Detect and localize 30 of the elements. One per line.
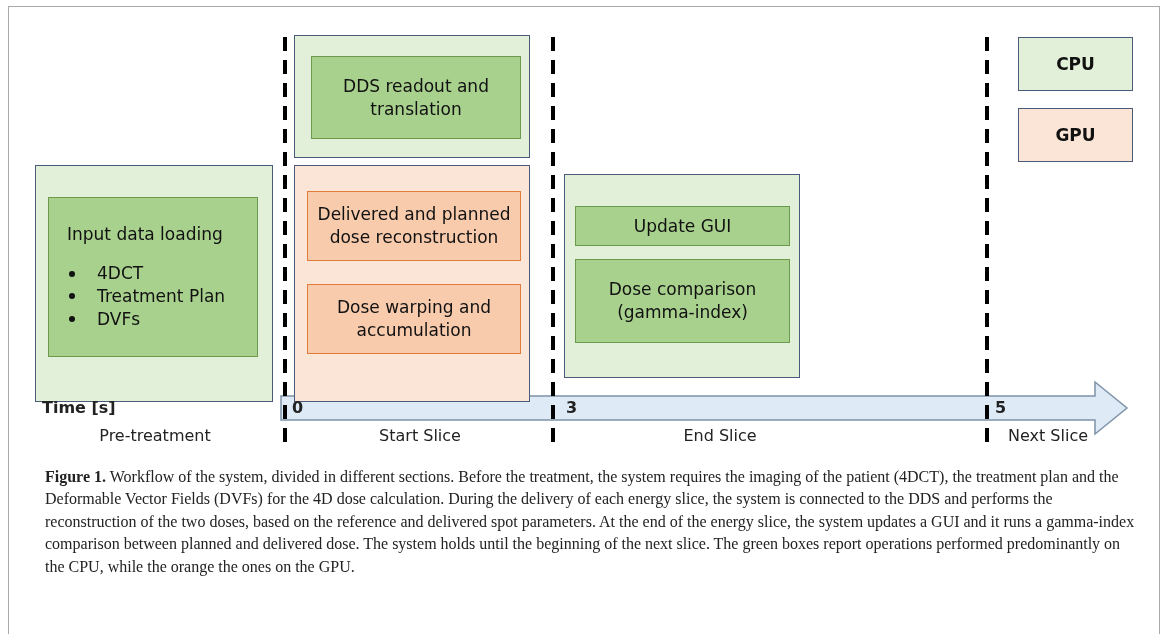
list-item: DVFs: [97, 307, 141, 331]
phase-label: End Slice: [683, 426, 757, 445]
box-text: Dose warping and accumulation: [336, 296, 492, 342]
phase-panel: [35, 165, 273, 402]
process-box: [307, 191, 521, 261]
box-text: DDS readout and translation: [342, 74, 490, 121]
figure-caption: Figure 1. Workflow of the system, divided in different sections. Before the treatment, the system requires the imaging of the patient (4DCT), the treatment plan and the Deformable Vector Fields (DVFs) for the 4D dose calculation. During the delivery of each energy slice, the system is connected to the DDS and performs the reconstruction of the two doses, based on the reference and delivered spot parameters. At the end of the energy slice, the system updates a GUI and it runs a gamma-index comparison between planned and delivered dose. The system holds until the beginning of the next slice. The green boxes report operations performed predominantly on the CPU, while the orange the ones on the GPU.: [45, 467, 1135, 578]
process-box: [307, 284, 521, 354]
legend-label: GPU: [1055, 123, 1096, 147]
phase-panel: [294, 35, 530, 158]
phase-panel: [564, 174, 800, 378]
list-item: 4DCT: [97, 262, 144, 285]
tick-label: 5: [995, 398, 1007, 417]
phase-label: Pre-treatment: [99, 426, 211, 445]
tick-label: 0: [292, 398, 304, 417]
axis-title: Time [s]: [42, 398, 116, 417]
list-item: Treatment Plan: [97, 285, 226, 308]
box-text: Delivered and planned dose reconstruction: [316, 203, 512, 249]
phase-panel: [294, 165, 530, 402]
process-box: [575, 206, 790, 246]
phase-label: Next Slice: [1008, 426, 1088, 445]
box-text: Update GUI: [632, 214, 733, 238]
box-text: Dose comparison (gamma-index): [607, 278, 758, 324]
legend-label: CPU: [1056, 52, 1095, 76]
phase-label: Start Slice: [379, 426, 461, 445]
process-box: [311, 56, 521, 139]
box-heading: Input data loading: [67, 223, 223, 247]
tick-label: 3: [566, 398, 578, 417]
process-box: [575, 259, 790, 343]
process-box: [48, 197, 258, 357]
